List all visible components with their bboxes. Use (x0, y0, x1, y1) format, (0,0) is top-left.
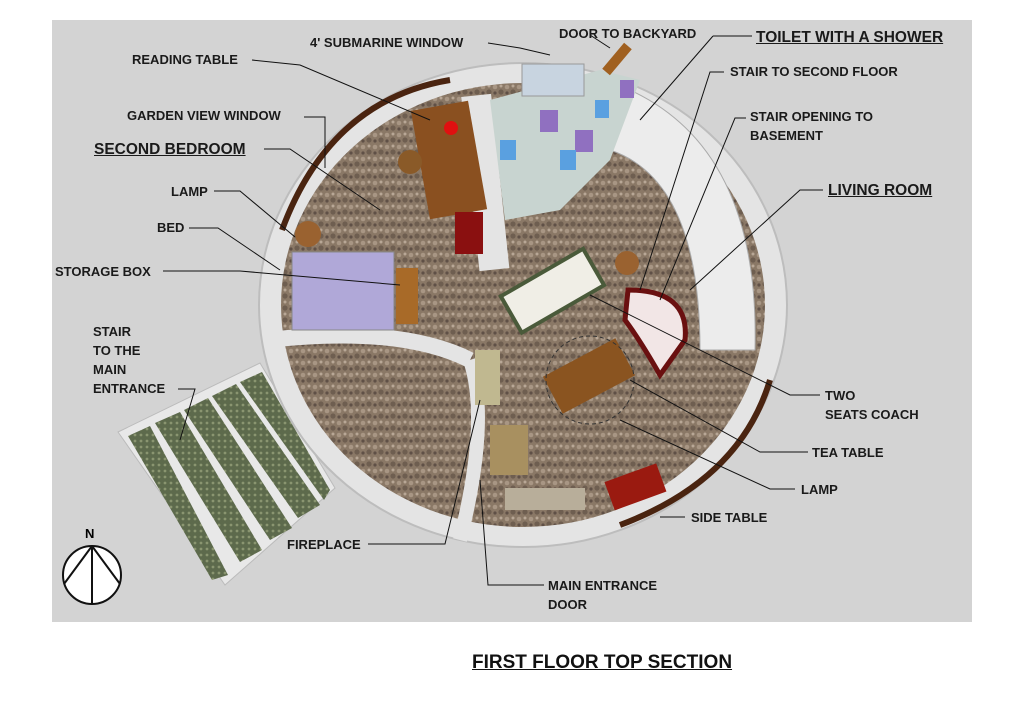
label-storage-box: STORAGE BOX (55, 264, 151, 279)
label-line: DOOR (548, 597, 587, 612)
label-line: ENTRANCE (93, 381, 166, 396)
north-arrow-icon (62, 545, 122, 605)
lamp-bedroom (295, 221, 321, 247)
label-bed: BED (157, 220, 185, 235)
reading-table (410, 100, 488, 220)
label-reading-table: READING TABLE (132, 52, 238, 67)
label-line: TO THE (93, 343, 141, 358)
label-garden-window: GARDEN VIEW WINDOW (127, 108, 281, 123)
label-fireplace: FIREPLACE (287, 537, 361, 552)
label-submarine-window: 4' SUBMARINE WINDOW (310, 35, 464, 50)
leader-lines (163, 34, 823, 586)
label-line: MAIN (93, 362, 127, 377)
label-side-table: SIDE TABLE (691, 510, 768, 525)
label-line: STAIR (93, 324, 132, 339)
label-stair-opening: STAIR OPENING TO BASEMENT (750, 107, 873, 145)
lamp-living (615, 251, 639, 275)
backyard-door (602, 42, 632, 76)
side-table (604, 463, 667, 511)
label-second-bedroom: SECOND BEDROOM (94, 141, 246, 158)
stair-opening (622, 287, 688, 380)
label-lamp-right: LAMP (801, 482, 838, 497)
label-coach: TWO SEATS COACH (825, 386, 919, 424)
submarine-window (521, 63, 585, 97)
main-entrance-stair (117, 362, 336, 586)
drawing-title: FIRST FLOOR TOP SECTION (472, 652, 733, 673)
label-stair-main: STAIR TO THE MAIN ENTRANCE (93, 322, 165, 398)
north-label: N (85, 526, 95, 541)
two-seats-coach (498, 246, 607, 336)
label-line: STAIR OPENING TO (750, 109, 874, 124)
label-line: TWO (825, 388, 856, 403)
label-line: MAIN ENTRANCE (548, 578, 658, 593)
storage-box (396, 268, 418, 324)
label-toilet: TOILET WITH A SHOWER (756, 29, 944, 46)
label-tea-table: TEA TABLE (812, 445, 884, 460)
tea-table (542, 338, 636, 414)
fireplace-rug (490, 425, 528, 475)
bed (291, 251, 395, 331)
label-stair-second: STAIR TO SECOND FLOOR (730, 64, 898, 79)
label-main-door: MAIN ENTRANCE DOOR (548, 576, 657, 614)
fireplace (475, 350, 500, 405)
label-line: BASEMENT (750, 128, 823, 143)
label-line: SEATS COACH (825, 407, 919, 422)
label-living-room: LIVING ROOM (828, 182, 933, 199)
label-door-backyard: DOOR TO BACKYARD (559, 26, 697, 41)
shoe-rack (505, 488, 585, 510)
label-lamp-left: LAMP (171, 184, 208, 199)
stair-to-second-floor (609, 89, 756, 351)
